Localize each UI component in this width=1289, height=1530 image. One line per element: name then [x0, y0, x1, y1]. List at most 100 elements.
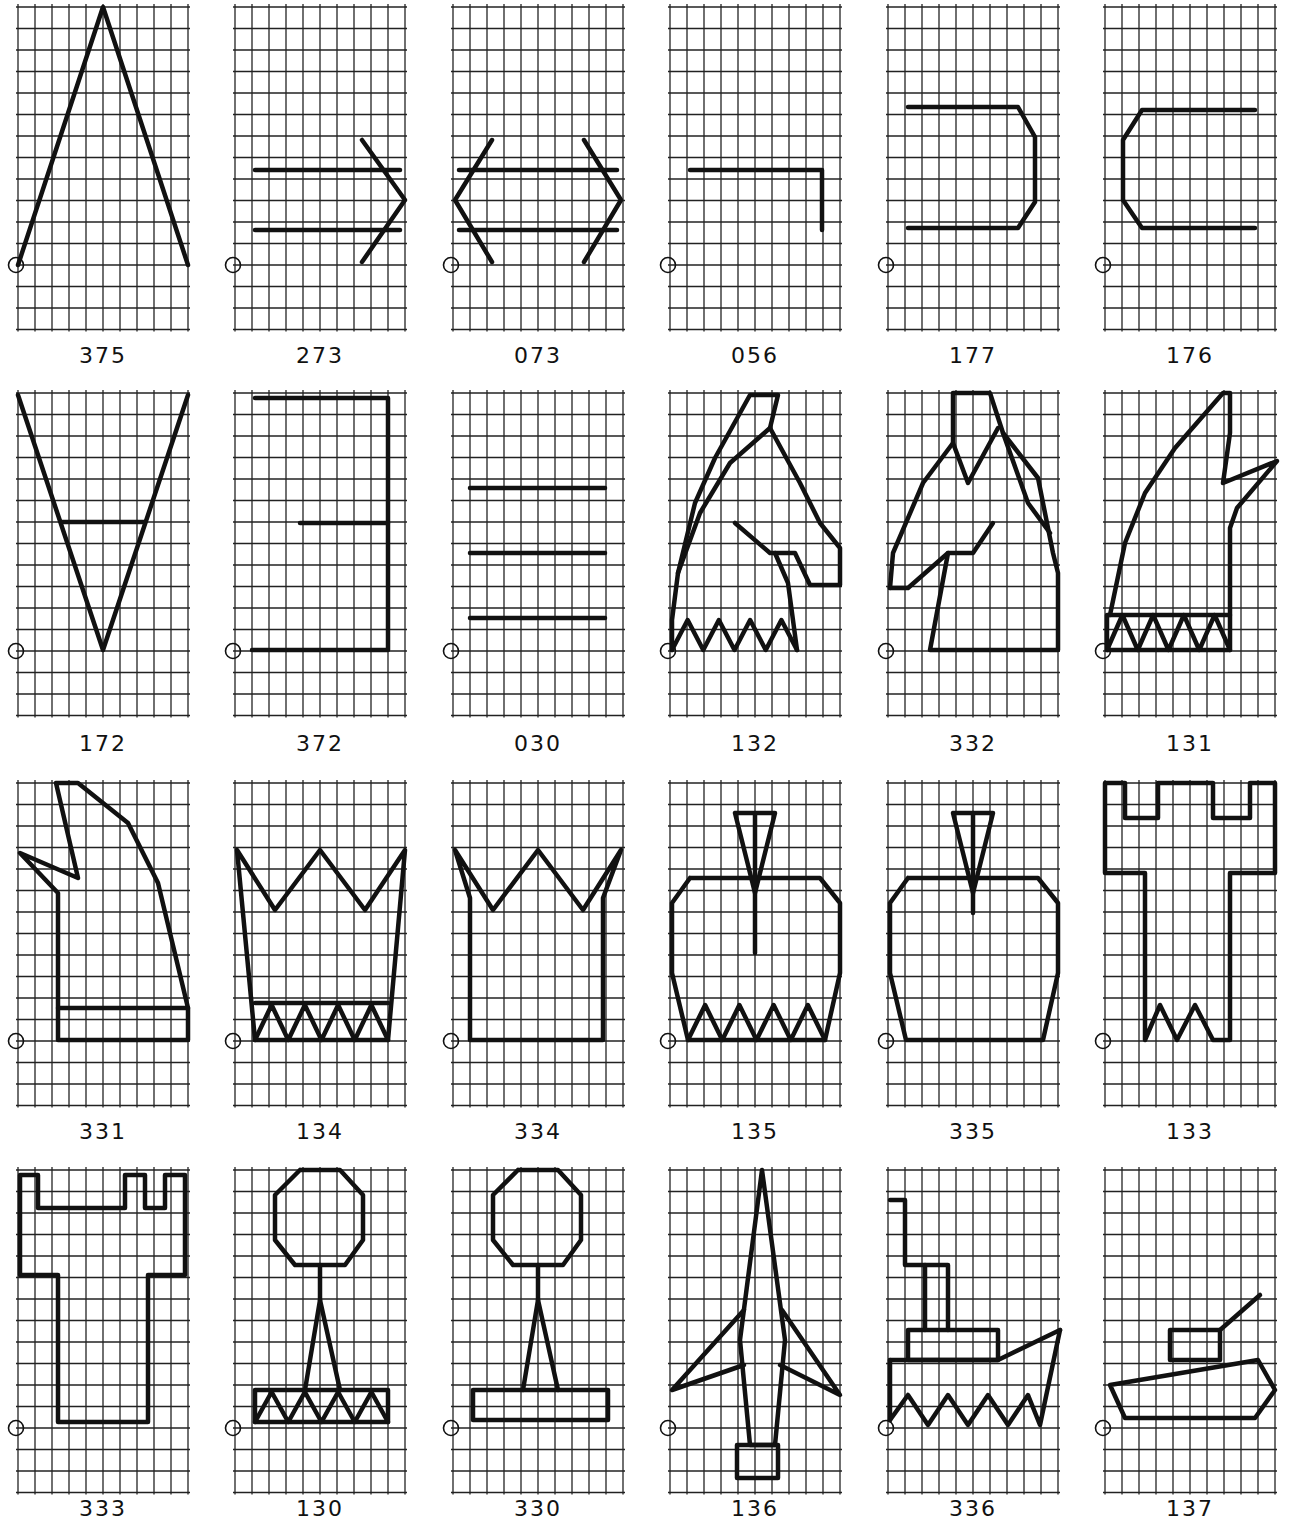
grid-line	[588, 780, 589, 1108]
grid-line	[921, 390, 922, 718]
grid-line	[1155, 780, 1156, 1108]
grid-line	[16, 672, 190, 673]
origin-marker	[226, 644, 241, 659]
origin-marker	[9, 1421, 24, 1436]
grid-line	[451, 414, 625, 415]
grid-panel	[9, 390, 191, 718]
grid-line	[16, 135, 190, 136]
grid-line	[1103, 586, 1277, 587]
grid-line	[233, 307, 407, 308]
grid-line	[451, 911, 625, 912]
grid-line	[1103, 847, 1277, 848]
grid-line	[233, 92, 407, 93]
figure-stroke	[908, 1330, 998, 1360]
grid-panel	[444, 4, 626, 332]
grid-line	[1103, 997, 1277, 998]
grid-line	[451, 586, 625, 587]
grid-line	[16, 49, 190, 50]
grid-line	[1121, 1167, 1122, 1495]
grid-line	[16, 457, 190, 458]
grid-line	[1103, 607, 1277, 608]
grid-line	[233, 500, 407, 501]
grid-line	[451, 500, 625, 501]
origin-marker	[444, 1421, 459, 1436]
grid-line	[668, 1427, 842, 1428]
grid-line	[16, 1320, 190, 1321]
grid-line	[886, 521, 1060, 522]
grid-line	[1103, 693, 1277, 694]
grid-line	[233, 392, 407, 393]
grid-line	[16, 392, 190, 393]
grid-line	[187, 780, 188, 1108]
figure-stroke	[20, 1175, 185, 1422]
grid-line	[136, 1167, 137, 1495]
grid-line	[886, 1449, 1060, 1450]
grid-line	[886, 1277, 1060, 1278]
grid-line	[16, 933, 190, 934]
grid-line	[886, 1427, 1060, 1428]
grid-line	[1223, 780, 1224, 1108]
callout-number: 073	[453, 343, 623, 369]
grid-line	[1103, 911, 1277, 912]
grid-line	[668, 135, 842, 136]
grid-line	[153, 1167, 154, 1495]
grid-line	[451, 457, 625, 458]
grid-line	[233, 586, 407, 587]
grid-line	[1103, 1406, 1277, 1407]
grid-line	[805, 1167, 806, 1495]
grid-line	[1240, 390, 1241, 718]
grid-line	[904, 4, 905, 332]
grid-line	[938, 390, 939, 718]
grid-line	[16, 715, 190, 716]
grid-line	[886, 329, 1060, 330]
grid-line	[451, 1427, 625, 1428]
callout-number: 030	[453, 731, 623, 757]
grid-line	[451, 890, 625, 891]
figure-stroke	[320, 1300, 340, 1390]
grid-panel	[879, 4, 1061, 332]
grid-line	[668, 478, 842, 479]
origin-marker	[1096, 1421, 1111, 1436]
grid-line	[387, 1167, 388, 1495]
grid-line	[921, 4, 922, 332]
grid-line	[451, 1105, 625, 1106]
callout-number: 134	[235, 1119, 405, 1145]
grid-line	[1103, 1298, 1277, 1299]
grid-line	[668, 157, 842, 158]
grid-line	[1103, 1083, 1277, 1084]
grid-panel	[9, 1167, 191, 1495]
grid-line	[886, 629, 1060, 630]
grid-line	[233, 976, 407, 977]
grid-line	[788, 780, 789, 1108]
grid-line	[822, 1167, 823, 1495]
grid-line	[16, 114, 190, 115]
grid-line	[251, 390, 252, 718]
grid-line	[1103, 1492, 1277, 1493]
figure-stroke	[493, 1170, 581, 1265]
grid-line	[1103, 1212, 1277, 1213]
figure-stroke	[255, 228, 400, 233]
grid-line	[1103, 1105, 1277, 1106]
grid-line	[886, 564, 1060, 565]
grid-line	[451, 607, 625, 608]
grid-line	[1257, 4, 1258, 332]
grid-line	[668, 1062, 842, 1063]
grid-line	[668, 243, 842, 244]
grid-line	[16, 264, 190, 265]
grid-line	[451, 1384, 625, 1385]
grid-line	[16, 92, 190, 93]
grid-line	[989, 4, 990, 332]
grid-line	[1103, 200, 1277, 201]
figure-stroke	[672, 1310, 744, 1390]
grid-line	[1103, 92, 1277, 93]
grid-line	[1023, 780, 1024, 1108]
grid-line	[1023, 390, 1024, 718]
grid-line	[233, 1234, 407, 1235]
grid-line	[451, 933, 625, 934]
grid-line	[285, 1167, 286, 1495]
grid-line	[51, 390, 52, 718]
grid-line	[16, 1169, 190, 1170]
grid-line	[1104, 1167, 1105, 1495]
grid-line	[233, 200, 407, 201]
grid-line	[170, 4, 171, 332]
